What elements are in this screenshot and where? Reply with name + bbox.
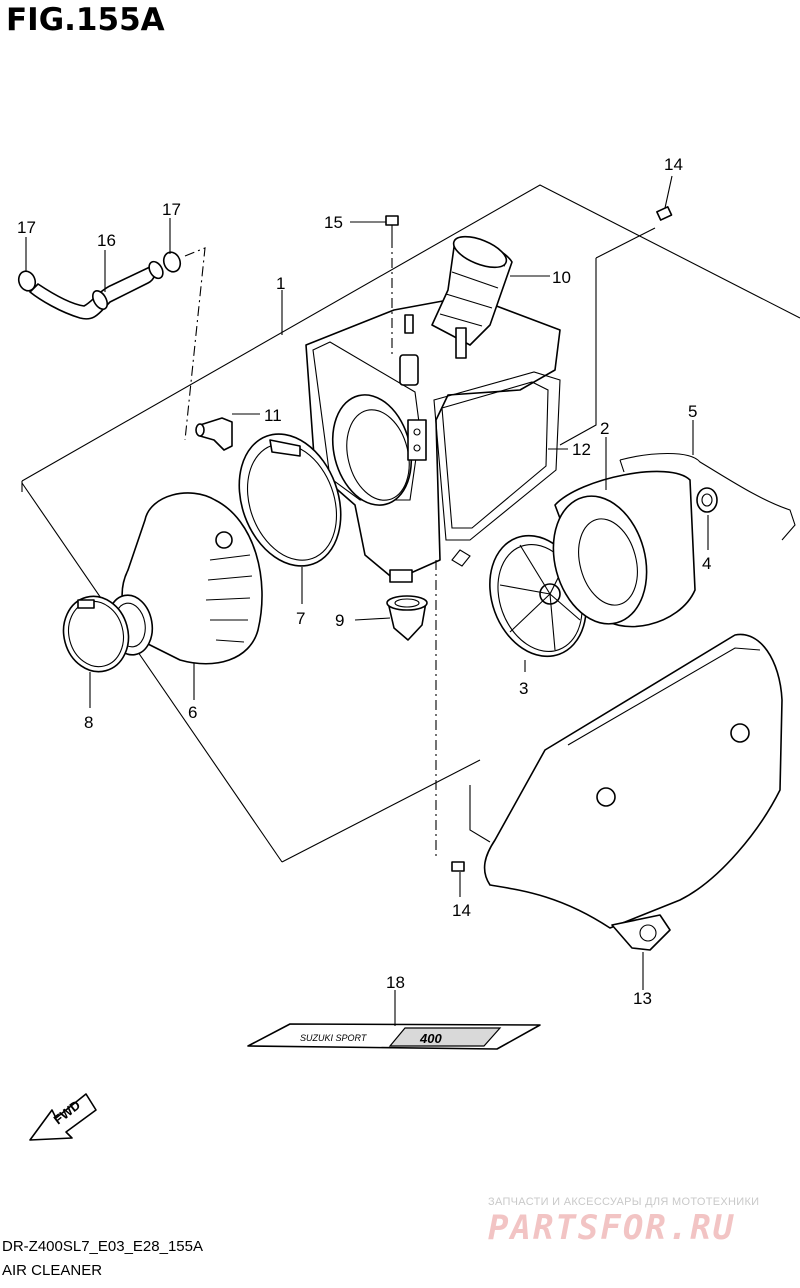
callout-10: 10 (552, 268, 571, 287)
assembly-frame (21, 184, 800, 863)
breather-fitting-11 (195, 417, 233, 451)
grommet-9 (386, 595, 428, 641)
callout-3: 3 (519, 679, 528, 698)
hose-clamp-17a (17, 270, 37, 292)
air-cleaner-case-1 (305, 295, 561, 583)
callout-1: 1 (276, 274, 285, 293)
callout-17a: 17 (17, 218, 36, 237)
diagram-name: AIR CLEANER (2, 1262, 103, 1279)
decal-18: SUZUKI SPORT 400 (247, 1023, 541, 1050)
forward-direction-arrow: FWD (29, 1093, 97, 1141)
decal-model-text: SUZUKI SPORT (300, 1033, 368, 1043)
cover-gasket-12 (451, 549, 471, 567)
bolt-14-bottom (451, 861, 465, 872)
hose-clamp-17b (162, 251, 182, 273)
callout-4: 4 (702, 554, 711, 573)
callout-12: 12 (572, 440, 591, 459)
callout-6: 6 (188, 703, 197, 722)
bolt-14-top (656, 206, 673, 221)
callout-9: 9 (335, 611, 344, 630)
retaining-wire-5 (619, 452, 796, 541)
side-cover-13 (483, 633, 783, 951)
callout-14b: 14 (452, 901, 471, 920)
clamp-8 (62, 595, 130, 673)
diagram-code: DR-Z400SL7_E03_E28_155A (2, 1238, 203, 1255)
callout-5: 5 (688, 402, 697, 421)
figure-title: FIG.155A (6, 2, 165, 38)
callout-14a: 14 (664, 155, 683, 174)
bolt-15 (385, 215, 399, 238)
callout-13: 13 (633, 989, 652, 1008)
intake-duct-10 (431, 235, 513, 359)
hose-route-dashline (184, 247, 206, 441)
seal-ring-7 (238, 433, 342, 567)
callout-11: 11 (264, 406, 282, 425)
watermark-tagline: ЗАПЧАСТИ И АКСЕССУАРЫ ДЛЯ МОТОТЕХНИКИ (488, 1196, 760, 1208)
callout-2: 2 (600, 419, 609, 438)
watermark-logo: PARTSFOR.RU (488, 1208, 736, 1248)
leader-lines (25, 175, 709, 1026)
washer-4 (696, 487, 718, 513)
decal-number-text: 400 (419, 1031, 442, 1046)
callout-18: 18 (386, 973, 405, 992)
callout-17b: 17 (162, 200, 181, 219)
callout-7: 7 (296, 609, 305, 628)
callout-15: 15 (324, 213, 343, 232)
breather-hose-16 (29, 260, 164, 320)
filter-element-2 (552, 470, 696, 628)
callout-8: 8 (84, 713, 93, 732)
callout-16: 16 (97, 231, 116, 250)
